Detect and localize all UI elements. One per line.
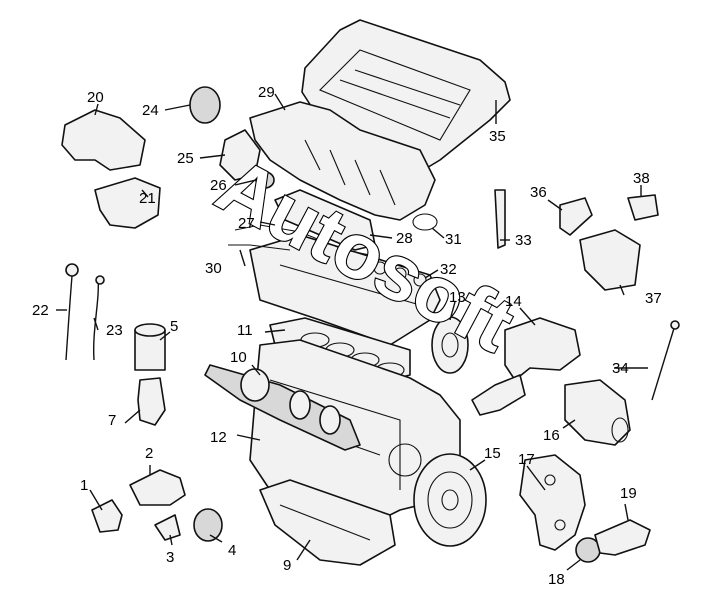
oil-pan [259,479,396,566]
callout-21: 21 [139,190,156,207]
seal-ring [412,213,438,231]
intake-manifold [249,101,436,221]
relay [627,194,659,221]
leader-lines [56,93,648,571]
starter-motor [564,379,631,446]
injector-pipes [228,224,371,256]
upper-mount [189,86,221,124]
callout-4: 4 [228,542,236,559]
callout-15: 15 [484,445,501,462]
callout-31: 31 [445,231,462,248]
callout-24: 24 [142,102,159,119]
callout-29: 29 [258,84,275,101]
control-module [579,229,641,291]
callout-17: 17 [518,451,535,468]
crankshaft [204,364,361,451]
left-bracket-lower [94,177,161,229]
callout-35: 35 [489,128,506,145]
callout-1: 1 [80,477,88,494]
callout-labels: 1 2 3 4 5 7 9 10 11 12 13 14 15 16 17 18… [32,84,662,588]
callout-20: 20 [87,89,104,106]
callout-37: 37 [645,290,662,307]
side-mount [219,129,261,181]
sensor-1 [91,499,123,533]
callout-26: 26 [210,177,227,194]
callout-23: 23 [106,322,123,339]
callout-28: 28 [396,230,413,247]
mount-arm [594,519,651,556]
cylinder-head [249,189,441,346]
callout-22: 22 [32,302,49,319]
callout-27: 27 [238,215,255,232]
oil-dipstick [651,320,680,401]
dipstick-tubes [65,263,105,361]
sensor-4 [193,508,223,542]
callout-5: 5 [170,318,178,335]
callout-13: 13 [449,289,466,306]
glow-plug [494,189,506,249]
sensor-2 [129,469,186,506]
callout-10: 10 [230,349,247,366]
callout-32: 32 [440,261,457,278]
callout-36: 36 [530,184,547,201]
callout-38: 38 [633,170,650,187]
callout-34: 34 [612,360,629,377]
thermostat-housing [471,317,581,416]
callout-12: 12 [210,429,227,446]
callout-19: 19 [620,485,637,502]
timing-pulley [431,316,469,374]
left-bracket-upper [61,109,146,171]
filter-bracket [137,377,166,426]
callout-18: 18 [548,571,565,588]
callout-11: 11 [237,322,253,339]
callout-25: 25 [177,150,194,167]
callout-14: 14 [505,293,522,310]
callout-7: 7 [108,412,116,429]
callout-33: 33 [515,232,532,249]
flywheel [413,453,487,547]
callout-2: 2 [145,445,153,462]
callout-3: 3 [166,549,174,566]
callout-16: 16 [543,427,560,444]
callout-9: 9 [283,557,291,574]
relay-bracket [559,197,593,236]
oil-filter [134,323,166,371]
sensor-3 [154,514,181,541]
callout-30: 30 [205,260,222,277]
